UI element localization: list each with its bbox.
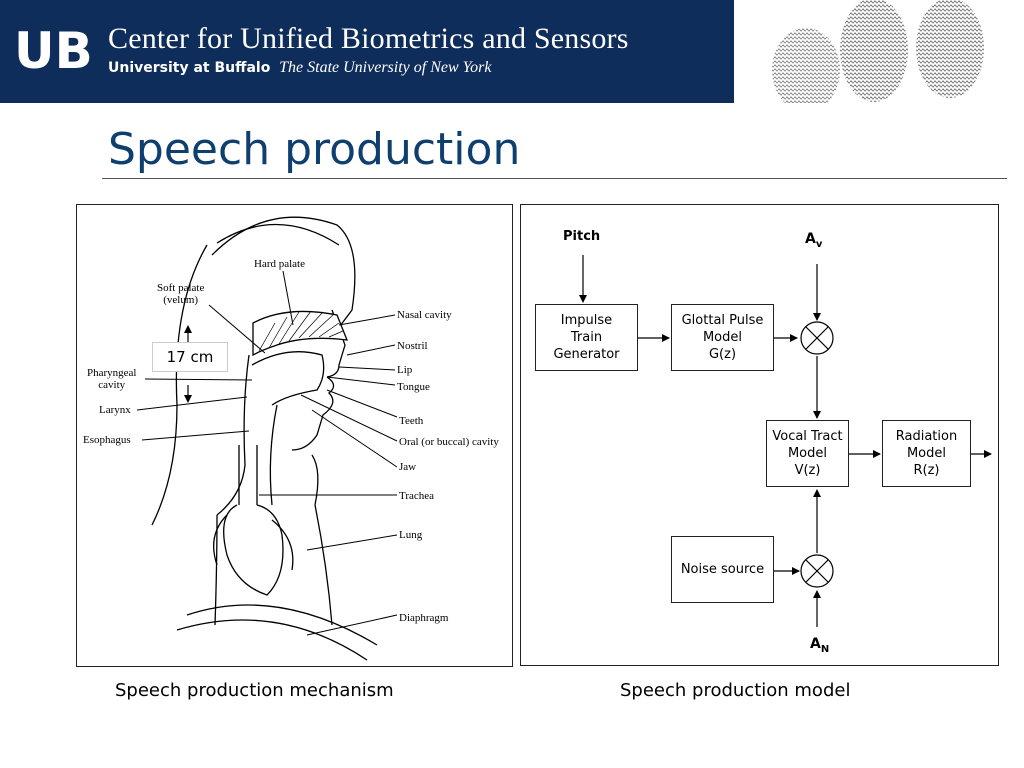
noise-source-label: Noise source	[680, 562, 765, 577]
ub-logo-icon: UB	[14, 22, 93, 76]
label-oral-cavity: Oral (or buccal) cavity	[399, 436, 499, 448]
label-teeth: Teeth	[399, 415, 424, 427]
university-line: University at Buffalo The State Universi…	[108, 58, 491, 77]
label-nasal-cavity: Nasal cavity	[397, 309, 452, 321]
impulse-train-generator-label: Impulse Train Generator	[553, 313, 620, 362]
av-label-main: A	[805, 231, 816, 247]
glottal-pulse-model-block: Glottal Pulse Model G(z)	[671, 304, 774, 371]
label-lung: Lung	[399, 529, 423, 541]
radiation-model-block: Radiation Model R(z)	[882, 420, 971, 487]
av-label: Av	[805, 231, 822, 250]
an-label-main: A	[810, 636, 821, 652]
noise-source-block: Noise source	[671, 536, 774, 603]
label-pharyngeal-cavity: Pharyngeal cavity	[87, 367, 137, 391]
label-larynx: Larynx	[99, 404, 131, 416]
impulse-train-generator-block: Impulse Train Generator	[535, 304, 638, 371]
anatomy-drawing	[136, 216, 398, 661]
label-jaw: Jaw	[399, 461, 417, 473]
radiation-model-label: Radiation Model R(z)	[895, 429, 958, 478]
model-figure: Pitch Av AN Impulse Train Generator Glot…	[520, 204, 999, 666]
university-name: University at Buffalo	[108, 60, 271, 76]
pitch-label: Pitch	[563, 229, 601, 244]
av-label-sub: v	[815, 238, 823, 250]
vocal-tract-model-block: Vocal Tract Model V(z)	[766, 420, 849, 487]
center-title: Center for Unified Biometrics and Sensor…	[108, 22, 629, 55]
label-esophagus: Esophagus	[83, 434, 131, 446]
header-banner: UB Center for Unified Biometrics and Sen…	[0, 0, 734, 103]
vocal-tract-length-label: 17 cm	[152, 342, 228, 372]
an-label: AN	[810, 636, 829, 655]
an-label-sub: N	[820, 643, 830, 655]
glottal-pulse-model-label: Glottal Pulse Model G(z)	[681, 313, 764, 362]
label-lip: Lip	[397, 364, 413, 376]
slide-title: Speech production	[108, 124, 521, 175]
mechanism-caption: Speech production mechanism	[115, 680, 394, 701]
logo-text: UB	[14, 22, 93, 76]
mechanism-figure: Hard palate Soft palate (velum) Nasal ca…	[76, 204, 513, 667]
model-connectors	[579, 255, 992, 627]
label-soft-palate: Soft palate (velum)	[157, 282, 205, 306]
title-divider	[102, 178, 1007, 179]
state-university-name: The State University of New York	[279, 59, 492, 76]
label-trachea: Trachea	[399, 490, 435, 502]
model-caption: Speech production model	[620, 680, 851, 701]
label-nostril: Nostril	[397, 340, 428, 352]
vocal-tract-model-label: Vocal Tract Model V(z)	[772, 429, 843, 478]
label-hard-palate: Hard palate	[254, 258, 305, 270]
label-tongue: Tongue	[397, 381, 430, 393]
fingerprints-image	[734, 0, 1024, 112]
label-diaphragm: Diaphragm	[399, 612, 449, 624]
